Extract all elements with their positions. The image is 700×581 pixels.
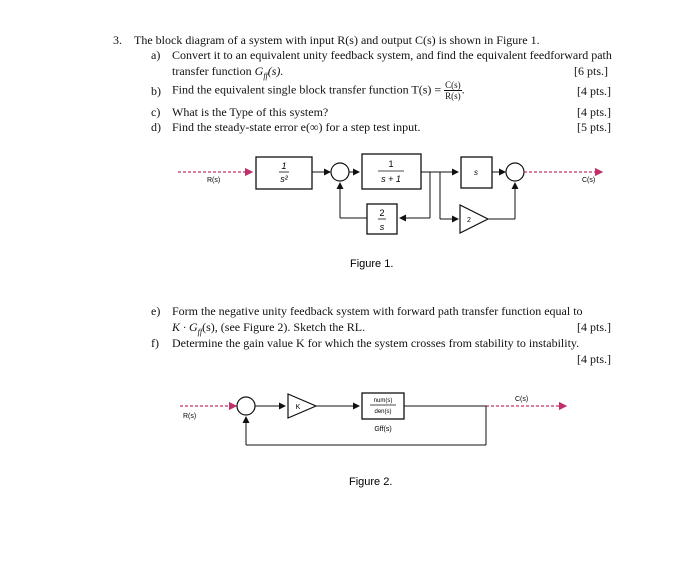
fig2-gain-k — [287, 393, 318, 419]
svg-text:den(s): den(s) — [374, 409, 391, 415]
item-b-letter: b) — [151, 84, 161, 98]
fig2-input-label: R(s) — [183, 413, 196, 420]
svg-text:1: 1 — [388, 159, 393, 169]
item-b-fraction: C(s)R(s) — [444, 80, 462, 101]
svg-text:s: s — [380, 222, 385, 232]
item-f-letter: f) — [151, 336, 159, 350]
item-d-text: Find the steady-state error e(∞) for a s… — [172, 120, 421, 134]
fig2-plant-label: Gff(s) — [374, 426, 391, 433]
item-e-line1: Form the negative unity feedback system … — [172, 304, 583, 318]
item-e-points: [4 pts.] — [577, 320, 611, 334]
item-a-letter: a) — [151, 48, 161, 62]
fig2-summing-junction — [236, 396, 256, 416]
item-d-points: [5 pts.] — [577, 120, 611, 134]
svg-text:2: 2 — [379, 208, 384, 218]
svg-text:s + 1: s + 1 — [381, 174, 401, 184]
item-b-points: [4 pts.] — [577, 84, 611, 98]
item-d-letter: d) — [151, 120, 161, 134]
figure-1-caption: Figure 1. — [350, 258, 393, 270]
svg-text:1: 1 — [281, 161, 286, 171]
fig1-block-1-over-s2 — [255, 156, 313, 190]
svg-text:num(s): num(s) — [374, 398, 393, 404]
fig1-output-label: C(s) — [582, 177, 595, 184]
item-e-letter: e) — [151, 304, 161, 318]
svg-text:2: 2 — [467, 217, 471, 224]
svg-text:s: s — [474, 168, 478, 177]
fig1-input-label: R(s) — [207, 177, 220, 184]
item-c-letter: c) — [151, 105, 161, 119]
item-a-points: [6 pts.] — [574, 64, 608, 78]
item-b-text: Find the equivalent single block transfe… — [172, 80, 465, 101]
item-c-text: What is the Type of this system? — [172, 105, 329, 119]
item-f-points: [4 pts.] — [577, 352, 611, 366]
question-intro: The block diagram of a system with input… — [134, 33, 540, 47]
item-c-points: [4 pts.] — [577, 105, 611, 119]
svg-text:K: K — [296, 404, 301, 411]
svg-text:s²: s² — [280, 174, 289, 184]
fig1-gain-triangle — [459, 204, 490, 234]
item-e-line2: K · Gff(s), (see Figure 2). Sketch the R… — [172, 320, 366, 337]
fig2-plant-block — [361, 392, 405, 420]
question-number: 3. — [113, 33, 122, 47]
fig2-output-label: C(s) — [515, 396, 528, 403]
item-a-line1: Convert it to an equivalent unity feedba… — [172, 48, 612, 62]
fig1-block-s — [460, 156, 493, 189]
figure-2-caption: Figure 2. — [349, 476, 392, 488]
item-a-line2: transfer function Gff(s). — [172, 64, 284, 81]
item-f-text: Determine the gain value K for which the… — [172, 336, 580, 350]
